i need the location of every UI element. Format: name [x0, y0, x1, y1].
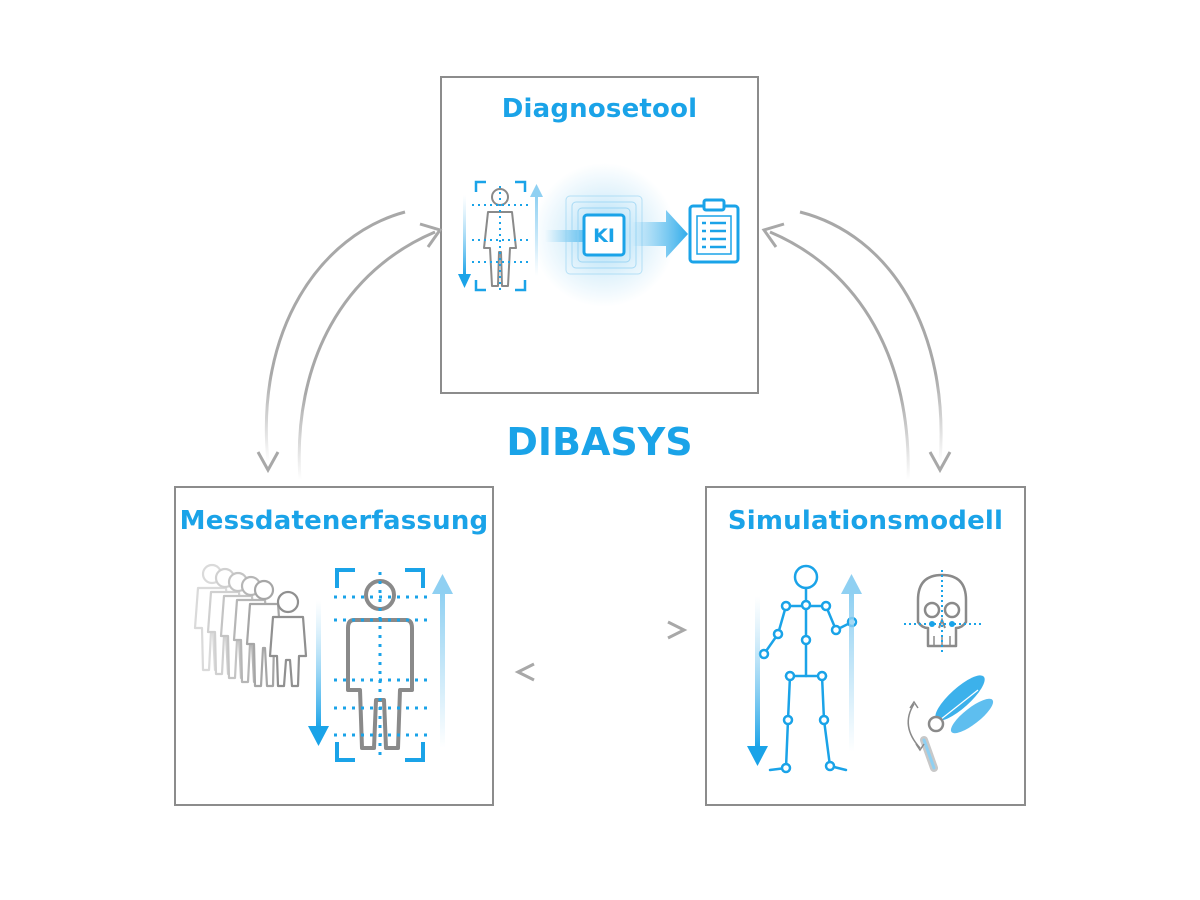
- beam-arrow: [632, 210, 688, 258]
- arrow-messdaten-to-simulation: [520, 620, 688, 640]
- arrow-simulation-to-diagnose: [761, 222, 910, 481]
- diagnosetool-title: Diagnosetool: [501, 94, 698, 124]
- scan-arrows: [747, 574, 862, 766]
- arrow-messdaten-to-diagnose: [297, 222, 443, 481]
- skull-icon: [904, 570, 984, 652]
- people-queue-icon: [193, 563, 308, 688]
- simulationsmodell-title: Simulationsmodell: [727, 506, 1004, 536]
- ki-label: KI: [593, 225, 615, 247]
- body-scan-icon: [308, 568, 453, 762]
- arrow-diagnose-to-messdaten: [256, 210, 406, 474]
- messdatenerfassung-title: Messdatenerfassung: [179, 506, 489, 536]
- dibasys-title: DIBASYS: [506, 420, 693, 464]
- arrow-diagnose-to-simulation: [799, 210, 952, 474]
- muscle-joint-icon: [907, 675, 994, 772]
- arrow-simulation-to-messdaten: [514, 662, 685, 682]
- clipboard-report-icon: [688, 198, 740, 264]
